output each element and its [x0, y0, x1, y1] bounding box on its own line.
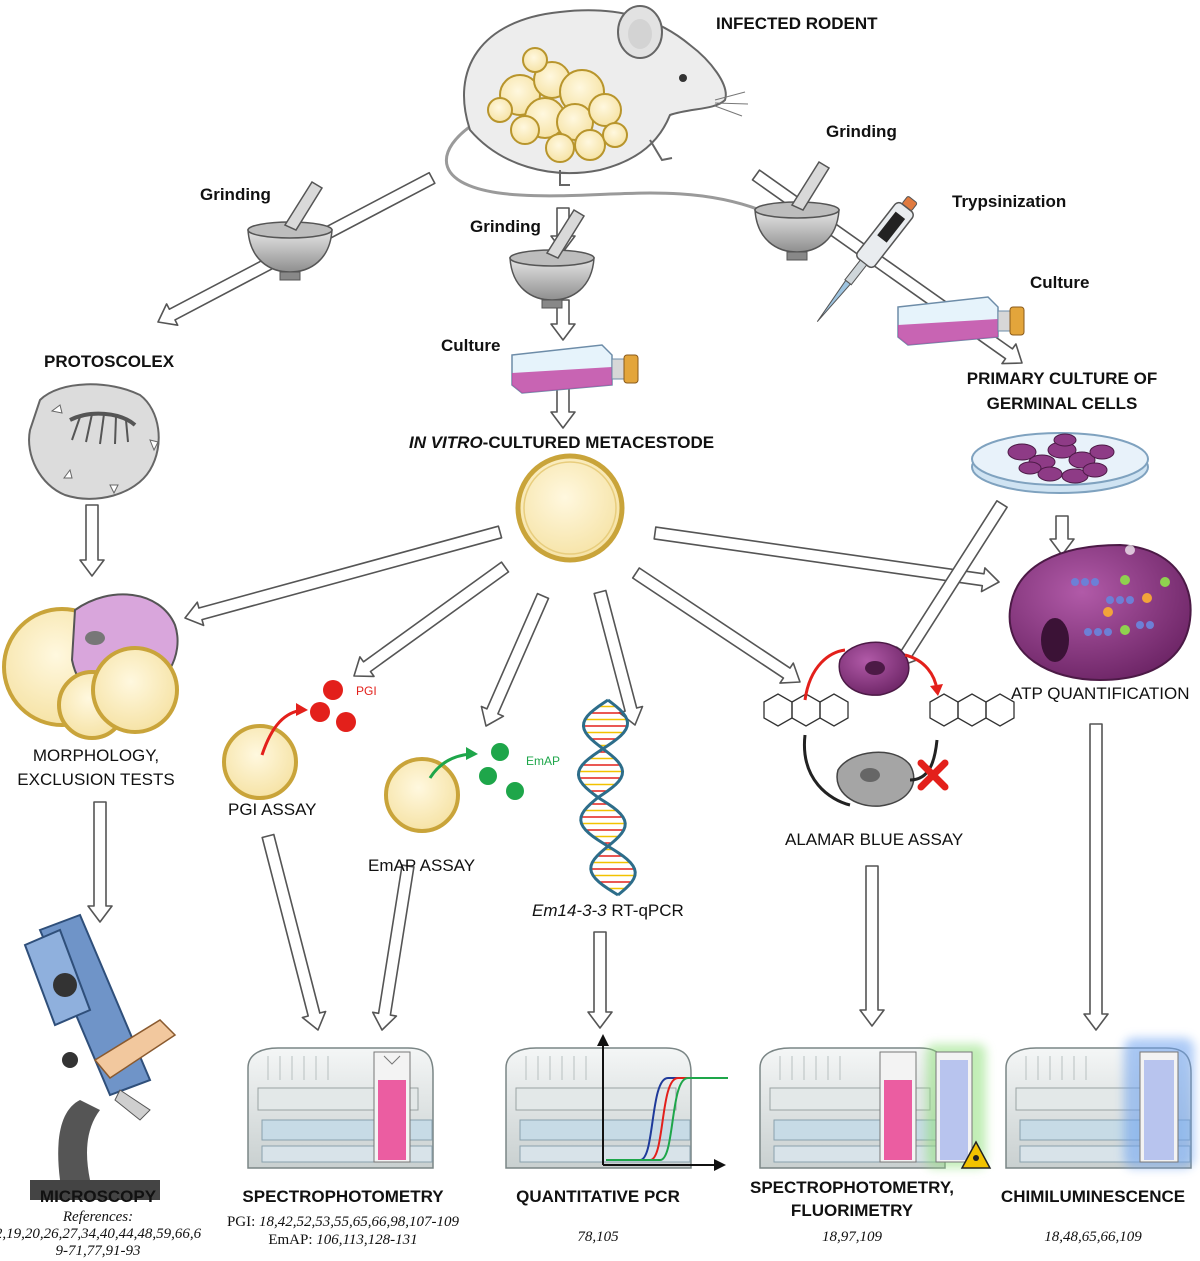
atp-quantification-label: ATP QUANTIFICATION: [1011, 684, 1190, 703]
flow-arrow: [261, 833, 327, 1031]
emap-marker-label: EmAP: [526, 754, 561, 768]
flow-arrow: [593, 589, 644, 726]
primary-culture-label-2: GERMINAL CELLS: [986, 394, 1138, 413]
chimiluminescence-label: CHIMILUMINESCENCE: [1000, 1187, 1186, 1206]
pgi-assay-icon: [222, 680, 356, 800]
culture-right-label: Culture: [1030, 273, 1090, 292]
spectrophotometer-icon: [759, 1047, 946, 1169]
cuvette-pink: [879, 1051, 917, 1163]
flow-arrow: [184, 525, 503, 627]
cuvette-pink: [373, 1051, 411, 1163]
flow-arrow: [353, 561, 510, 678]
microscope-icon: [23, 913, 177, 1200]
protoscolex-icon: [28, 383, 160, 500]
mortar-pestle-icon: [247, 180, 333, 281]
pgi-marker-label: PGI: [356, 684, 377, 698]
culture-flask-icon: [511, 344, 639, 394]
grinding-right-label: Grinding: [826, 122, 897, 141]
alamar-blue-label: ALAMAR BLUE ASSAY: [785, 830, 964, 849]
atp-cell-icon: [1008, 543, 1192, 682]
flow-arrow: [1083, 723, 1109, 1031]
culture-center-label: Culture: [441, 336, 501, 355]
chimi-refs: 18,48,65,66,109: [1044, 1229, 1142, 1245]
mortar-pestle-icon: [509, 208, 595, 309]
flow-arrow: [480, 592, 550, 727]
flow-arrow: [631, 567, 801, 684]
flow-arrow: [859, 865, 885, 1027]
flow-arrow: [79, 504, 105, 577]
primary-culture-label-1: PRIMARY CULTURE OF: [966, 369, 1158, 388]
pipette-icon: [816, 196, 918, 323]
petri-dish-icon: [971, 432, 1149, 494]
grinding-center-label: Grinding: [470, 217, 541, 236]
morphology-label-1: MORPHOLOGY,: [32, 746, 160, 765]
qpcr-assay-label: Em14-3-3 RT-qPCR: [532, 901, 684, 920]
qpcr-refs: 78,105: [577, 1229, 619, 1245]
microscopy-refs-line1: 2,19,20,26,27,34,40,44,48,59,66,6: [0, 1226, 202, 1242]
arrows: [79, 169, 1109, 1031]
flow-arrow: [653, 526, 1000, 593]
trypsinization-label: Trypsinization: [952, 192, 1067, 211]
quantitative-pcr-label: QUANTITATIVE PCR: [516, 1187, 680, 1206]
spectrophotometry-label: SPECTROPHOTOMETRY: [242, 1187, 444, 1206]
microscopy-refs-line2: 9-71,77,91-93: [55, 1243, 141, 1259]
spectrophotometer-icon: [505, 1047, 692, 1169]
flow-arrow: [587, 931, 613, 1029]
metacestode-cyst: [515, 453, 625, 563]
cuvette-blue-glow-green: [926, 1044, 992, 1169]
protoscolex-label: PROTOSCOLEX: [44, 352, 175, 371]
microscopy-label: MICROSCOPY: [39, 1187, 157, 1206]
red-cross-icon: [917, 759, 949, 791]
culture-flask-icon: [897, 296, 1025, 346]
qpcr-amplification-plot: [597, 1034, 728, 1171]
microscopy-refs-heading: References:: [62, 1209, 134, 1225]
flow-arrow: [1049, 515, 1075, 556]
spectro-refs-pgi: PGI: 18,42,52,53,55,65,66,98,107-109: [226, 1214, 460, 1230]
pgi-assay-label: PGI ASSAY: [228, 800, 317, 819]
spectro-refs-emap: EmAP: 106,113,128-131: [268, 1232, 418, 1248]
laser-warning-icon: [960, 1140, 992, 1169]
metacestode-label: IN VITRO-CULTURED METACESTODE: [409, 433, 715, 452]
emap-assay-label: EmAP ASSAY: [368, 856, 476, 875]
cuvette-blue-glow-blue: [1124, 1038, 1194, 1168]
alamar-blue-icon: [763, 641, 1015, 807]
flow-arrow: [371, 864, 415, 1031]
dna-helix-icon: [576, 698, 637, 897]
flow-arrow: [550, 384, 576, 429]
grinding-left-label: Grinding: [200, 185, 271, 204]
flow-arrow: [87, 801, 113, 923]
infected-rodent-label: INFECTED RODENT: [716, 14, 878, 33]
spectro-fluorimetry-label-2: FLUORIMETRY: [790, 1201, 914, 1220]
morphology-cysts: [2, 593, 179, 740]
morphology-label-2: EXCLUSION TESTS: [17, 770, 175, 789]
mouse-icon: [444, 5, 761, 212]
flow-arrow: [550, 299, 576, 341]
emap-assay-icon: [384, 743, 524, 833]
spectro-fluorimetry-label-1: SPECTROPHOTOMETRY,: [749, 1178, 955, 1197]
mortar-pestle-icon: [754, 160, 840, 261]
spectro-fluo-refs: 18,97,109: [822, 1229, 882, 1245]
